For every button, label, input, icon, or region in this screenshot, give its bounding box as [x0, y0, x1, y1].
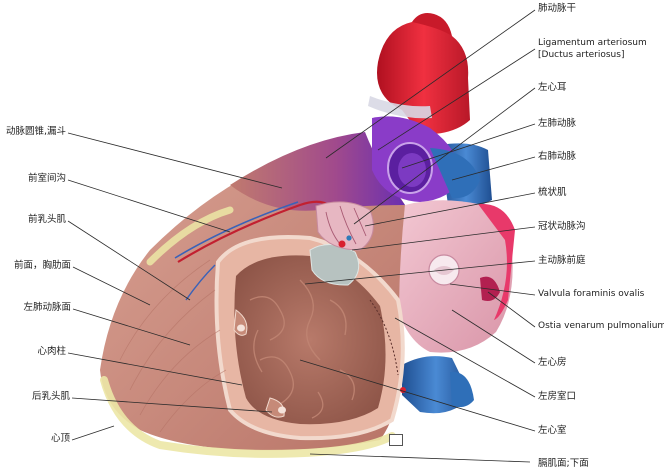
label-trabeculae-carneae: 心肉柱	[37, 346, 66, 357]
label-ligamentum-arteriosum: Ligamentum arteriosum	[538, 38, 647, 48]
label-coronary-sulcus: 冠状动脉沟	[538, 221, 586, 232]
label-valve-foramen-ovale: Valvula foraminis ovalis	[538, 289, 645, 299]
label-aortic-vestibule: 主动脉前庭	[538, 255, 586, 266]
label-pectinate-muscles: 梳状肌	[538, 187, 567, 198]
left-atrium	[395, 200, 515, 353]
leader-lines	[67, 9, 536, 463]
pulmonary-arteries	[372, 116, 480, 202]
label-left-atrioventricular-orifice: 左房室口	[538, 391, 577, 402]
label-right-pulmonary-artery: 右肺动脉	[538, 151, 577, 162]
label-apex: 心顶	[50, 433, 70, 444]
label-posterior-papillary-muscle: 后乳头肌	[31, 391, 70, 402]
label-sternocostal-surface: 前面，胸肋面	[13, 260, 71, 271]
publisher-logo	[389, 434, 403, 446]
label-left-pulmonary-surface: 左肺动脉面	[23, 302, 71, 313]
label-pulmonary-vein-openings: Ostia venarum pulmonalium	[538, 321, 664, 331]
label-ductus-arteriosus: [Ductus arteriosus]	[538, 50, 625, 60]
label-anterior-interventricular-groove: 前室间沟	[27, 173, 66, 184]
aorta	[368, 13, 470, 135]
label-left-atrium: 左心房	[538, 357, 567, 368]
label-diaphragmatic-surface: 膈肌面;下面	[538, 458, 589, 469]
label-anterior-papillary-muscle: 前乳头肌	[27, 214, 66, 225]
label-left-ventricle: 左心室	[538, 425, 567, 436]
label-pulmonary-trunk: 肺动脉干	[538, 3, 577, 14]
coronary-vessels	[174, 200, 406, 393]
label-left-auricle: 左心耳	[538, 82, 567, 93]
label-left-pulmonary-artery: 左肺动脉	[538, 118, 577, 129]
label-conus-arteriosus: 动脉圆锥,漏斗	[5, 126, 66, 137]
